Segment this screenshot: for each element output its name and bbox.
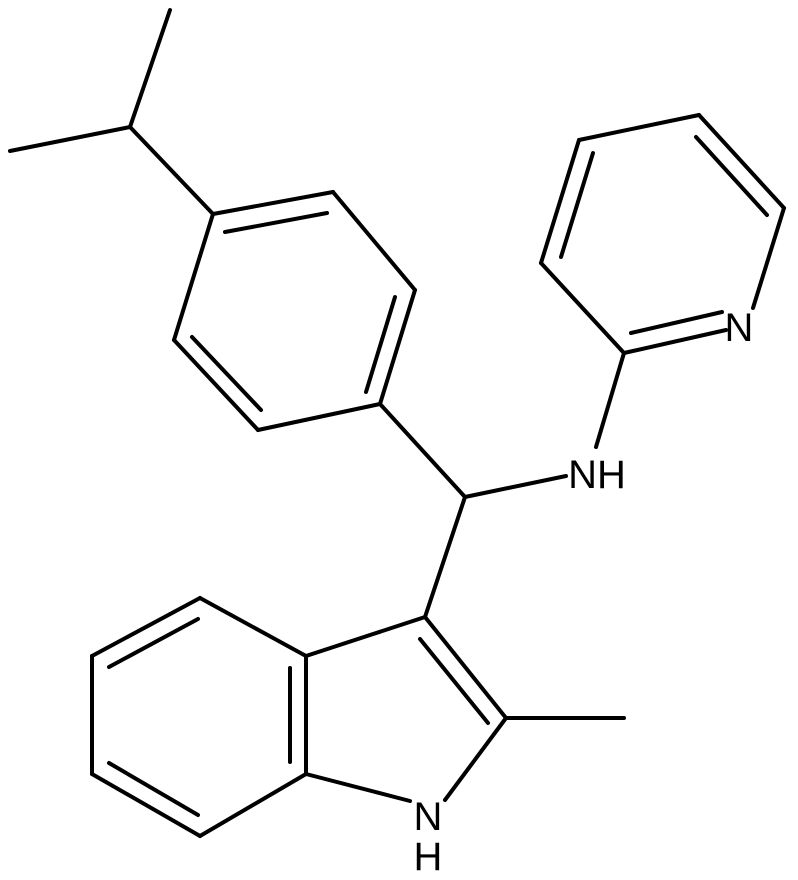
bond-pyridine-6 <box>622 328 728 355</box>
bond-c2-n1 <box>443 716 508 802</box>
bond-isopropyl-methyl-left <box>8 125 132 153</box>
bond-c7-c7a <box>198 772 308 838</box>
bond-pyridine-1 <box>539 261 626 355</box>
indole-ring <box>90 596 626 838</box>
isopropyl-group <box>8 8 215 216</box>
bond-c6-c7-inner <box>107 761 200 817</box>
bond-methine-to-indole <box>423 495 467 619</box>
bond-benzene-6 <box>172 212 215 342</box>
bond-pyridine-2-inner <box>559 151 595 259</box>
bond-nh-to-pyridine <box>594 351 626 449</box>
bond-benzene-1 <box>211 190 335 216</box>
amine-nh-label: NH <box>568 453 626 497</box>
bond-isopropyl-methyl-top <box>128 8 172 129</box>
bond-ring-to-methine <box>378 402 467 499</box>
indole-nitrogen-label: N <box>414 795 443 839</box>
bond-methine-to-nh <box>463 474 568 499</box>
bond-c3a-c4 <box>198 596 308 658</box>
bond-benzene-3 <box>378 288 417 406</box>
bond-c4-c5-inner <box>107 617 200 669</box>
bond-benzene-4 <box>256 402 382 432</box>
indole-hydrogen-label: H <box>414 835 443 879</box>
bond-c4-c5 <box>90 596 202 658</box>
benzene-ring <box>172 190 417 432</box>
bond-n1-c7a <box>304 772 412 803</box>
bond-pyridine-3 <box>577 113 701 142</box>
bond-c3-c2-inner <box>418 637 490 725</box>
central-carbon-bonds <box>378 402 568 619</box>
bond-isopropyl-to-ring <box>128 125 215 216</box>
bond-benzene-3-inner <box>364 295 397 394</box>
bond-pyridine-4 <box>697 113 786 210</box>
bond-pyridine-5 <box>751 206 786 310</box>
bond-benzene-5 <box>172 338 260 432</box>
pyridine-nitrogen-label: N <box>725 306 754 350</box>
bond-pyridine-4-inner <box>694 135 769 217</box>
bond-c3-c3a <box>304 615 427 658</box>
bond-pyridine-2 <box>539 138 581 265</box>
bond-pyridine-6-inner <box>629 310 724 335</box>
bond-benzene-1-inner <box>223 211 329 234</box>
bond-benzene-5-inner <box>190 335 263 412</box>
bond-benzene-2 <box>331 190 417 292</box>
bond-c6-c7 <box>90 772 202 838</box>
pyridine-ring <box>539 113 786 449</box>
bond-c3-c2 <box>423 615 508 720</box>
